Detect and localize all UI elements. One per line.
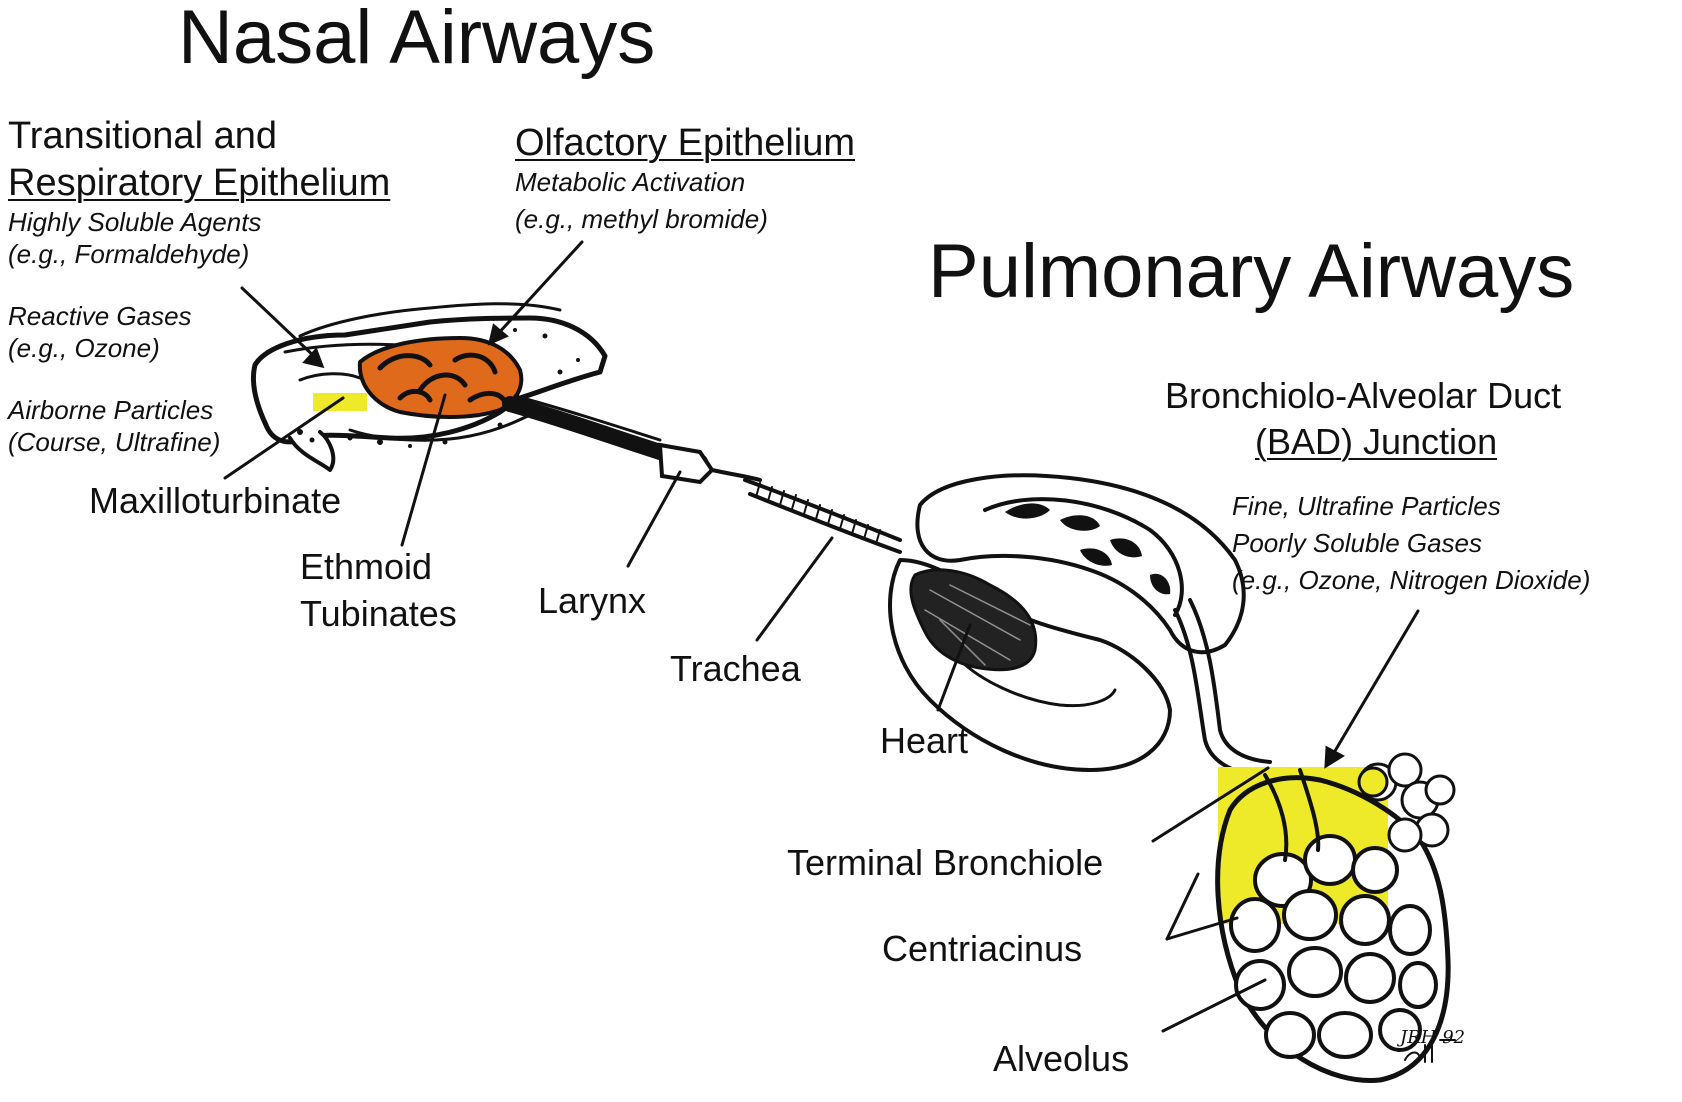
- bad-junction-label-line1: Bronchiolo-Alveolar Duct: [1165, 375, 1562, 416]
- terminal-bronchiole-label: Terminal Bronchiole: [787, 842, 1104, 883]
- nasal-cavity-drawing: [250, 302, 608, 472]
- centriacinus-label: Centriacinus: [882, 928, 1083, 969]
- bad-junction-label-line2: (BAD) Junction: [1255, 421, 1498, 462]
- lungs-heart-drawing: [888, 473, 1272, 777]
- maxilloturbinate-label: Maxilloturbinate: [89, 480, 342, 521]
- pharynx-larynx-drawing: [502, 394, 762, 485]
- nasal-airways-title: Nasal Airways: [178, 0, 656, 80]
- airborne-particles-note: Airborne Particles: [8, 395, 214, 425]
- metabolic-activation-note: Metabolic Activation: [515, 167, 746, 197]
- trachea-drawing: [743, 478, 902, 554]
- artist-signature: JRH 92: [1400, 1027, 1466, 1048]
- ozone-nitrogen-example: (e.g., Ozone, Nitrogen Dioxide): [1232, 565, 1591, 595]
- acinus-drawing: [1215, 752, 1456, 1083]
- airborne-particles-example: (Course, Ultrafine): [8, 427, 221, 457]
- ethmoid-label-line1: Ethmoid: [300, 546, 433, 587]
- methyl-bromide-example: (e.g., methyl bromide): [515, 204, 768, 234]
- transitional-label-line1: Transitional and: [8, 115, 277, 157]
- alveolus-label: Alveolus: [993, 1038, 1130, 1079]
- heart-label: Heart: [880, 720, 969, 761]
- reactive-gases-example: (e.g., Ozone): [8, 333, 160, 363]
- larynx-label: Larynx: [538, 580, 647, 621]
- olfactory-epithelium-label: Olfactory Epithelium: [515, 122, 856, 164]
- fine-particles-note: Fine, Ultrafine Particles: [1232, 491, 1501, 521]
- reactive-gases-note: Reactive Gases: [8, 301, 192, 331]
- transitional-label-line2: Respiratory Epithelium: [8, 162, 391, 204]
- soluble-agents-note: Highly Soluble Agents: [8, 207, 262, 237]
- trachea-label: Trachea: [670, 648, 801, 689]
- pulmonary-airways-title: Pulmonary Airways: [928, 229, 1575, 314]
- poorly-soluble-gases-note: Poorly Soluble Gases: [1232, 528, 1483, 558]
- ethmoid-label-line2: Tubinates: [300, 593, 457, 634]
- leader-lines: [223, 240, 1420, 1033]
- soluble-agents-example: (e.g., Formaldehyde): [8, 239, 250, 269]
